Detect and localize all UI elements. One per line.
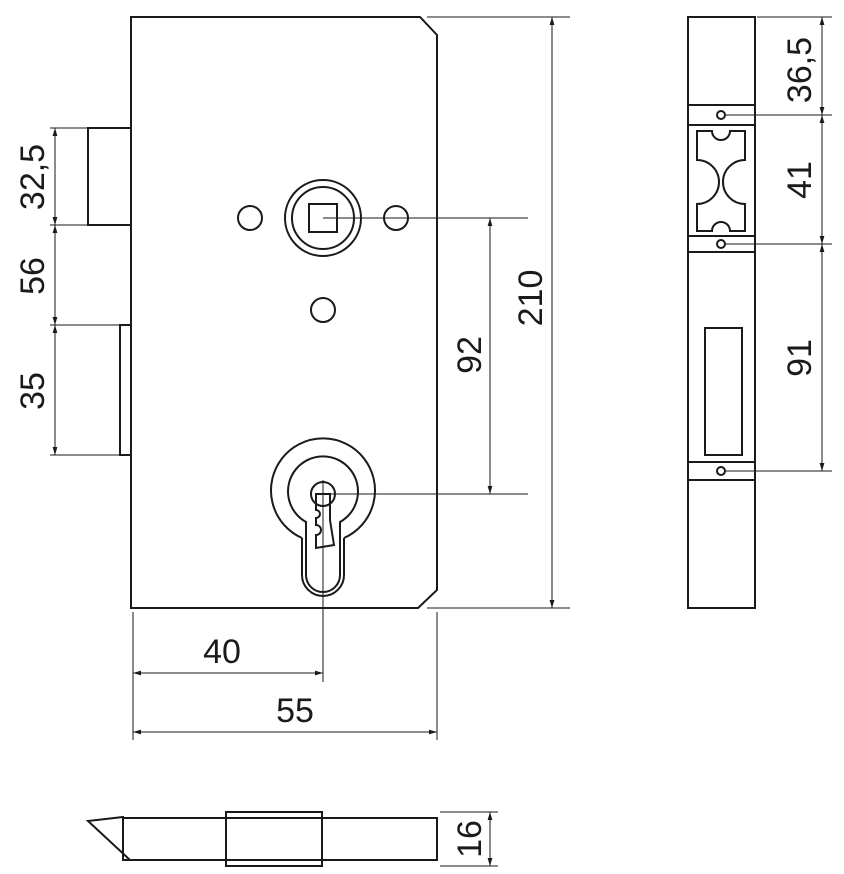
dim-hole-spacing-lower: 91 <box>781 339 819 377</box>
screw-hole-center <box>310 297 336 323</box>
dim-hole-spacing-upper: 41 <box>781 161 819 199</box>
strike-plate-view: 36,5 41 91 <box>687 16 832 609</box>
screw-hole-left <box>237 205 263 231</box>
bolt-opening <box>704 327 743 456</box>
dead-bolt <box>119 324 132 456</box>
dim-latch-height: 32,5 <box>14 144 52 210</box>
case-body-bottom <box>122 817 438 861</box>
dim-total-width: 55 <box>276 692 314 730</box>
strike-hole-bottom <box>716 466 726 476</box>
dim-backset: 40 <box>203 633 241 671</box>
dimension-lines <box>52 17 555 735</box>
bottom-view: 16 <box>85 811 498 867</box>
dim-spindle-to-cylinder: 92 <box>451 336 489 374</box>
dim-bolt-height: 35 <box>14 372 52 410</box>
faceplate-bottom <box>225 811 323 867</box>
lock-case-outline <box>130 16 438 609</box>
front-view: 32,5 56 35 92 210 40 55 <box>14 16 570 740</box>
strike-plate-outline <box>687 16 756 609</box>
latch-bolt <box>87 127 132 226</box>
dim-top-to-first-hole: 36,5 <box>781 37 819 103</box>
strike-hole-middle <box>716 239 726 249</box>
dim-latch-to-bolt: 56 <box>14 257 52 295</box>
dim-total-height: 210 <box>512 270 550 327</box>
extension-lines <box>50 16 570 740</box>
dim-thickness: 16 <box>451 820 489 858</box>
latch-opening <box>696 130 746 232</box>
strike-hole-top <box>716 110 726 120</box>
